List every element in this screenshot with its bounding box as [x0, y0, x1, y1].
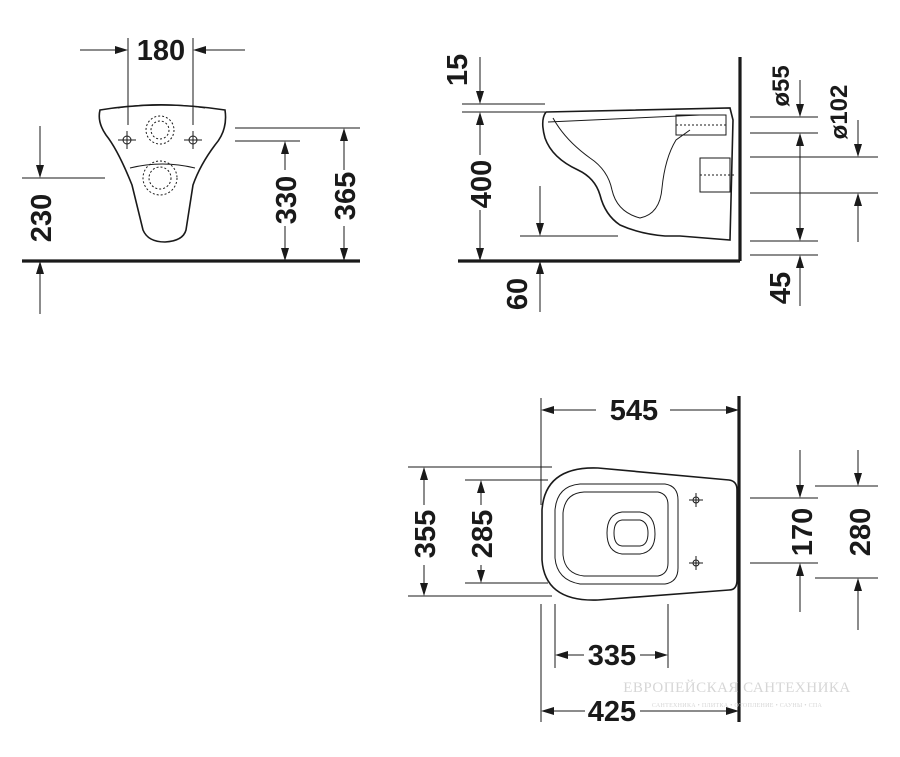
side-arrow-400-top — [476, 112, 484, 125]
side-bowl-outline — [541, 107, 734, 241]
front-outlet-inner — [148, 166, 172, 190]
watermark-title: ЕВРОПЕЙСКАЯ САНТЕХНИКА — [623, 679, 851, 696]
front-arrow-330-bottom — [281, 248, 289, 261]
dim-335: 335 — [588, 640, 636, 672]
dim-o55: ø55 — [768, 65, 795, 106]
front-bolt-right — [184, 131, 202, 149]
top-arrow-545-left — [541, 406, 554, 414]
top-bowl-rim — [554, 483, 679, 585]
front-upper-inlet-inner — [150, 120, 170, 140]
front-arrow-330-top — [281, 141, 289, 154]
front-view: 180 230 330 365 — [22, 35, 362, 314]
top-view: 545 355 285 335 425 — [408, 395, 878, 728]
front-bolt-left — [118, 131, 136, 149]
dim-o102: ø102 — [826, 85, 853, 140]
front-upper-inlet — [145, 115, 175, 145]
top-arrow-425-right — [726, 707, 739, 715]
side-arrow-55 — [796, 104, 804, 117]
top-arrow-285-bottom — [477, 570, 485, 583]
watermark: ЕВРОПЕЙСКАЯ САНТЕХНИКА САНТЕХНИКА • ПЛИТ… — [623, 679, 851, 709]
dim-170: 170 — [787, 508, 819, 556]
dim-400: 400 — [466, 160, 498, 208]
dim-45: 45 — [765, 272, 797, 304]
top-arrow-170-top — [796, 485, 804, 498]
front-arrow-180-right — [193, 46, 206, 54]
dim-15: 15 — [442, 54, 474, 86]
side-view: 15 400 60 ø55 ø102 — [442, 54, 878, 312]
watermark-subtitle: САНТЕХНИКА • ПЛИТКА • ОТОПЛЕНИЕ • САУНЫ … — [652, 703, 823, 709]
dim-230: 230 — [26, 194, 58, 242]
top-arrow-425-left — [541, 707, 554, 715]
front-arrow-365-top — [340, 128, 348, 141]
side-arrow-15 — [476, 91, 484, 104]
top-arrow-355-top — [420, 467, 428, 480]
top-outlet — [606, 511, 656, 555]
front-arrow-180-left — [115, 46, 128, 54]
front-bowl-outline — [98, 104, 227, 243]
dim-355: 355 — [410, 510, 442, 558]
dim-60: 60 — [502, 278, 534, 310]
side-seat-line — [547, 114, 701, 123]
dim-365: 365 — [330, 172, 362, 220]
side-arrow-102-bottom — [854, 193, 862, 206]
top-arrow-170-bottom — [796, 563, 804, 576]
top-bolt-lower — [689, 556, 703, 570]
top-arrow-545-right — [726, 406, 739, 414]
side-arrow-400-bottom — [476, 248, 484, 261]
top-arrow-335-left — [555, 651, 568, 659]
side-arrow-45 — [796, 255, 804, 268]
dim-280: 280 — [845, 508, 877, 556]
dim-285: 285 — [467, 510, 499, 558]
front-bowl-rim — [129, 163, 196, 169]
top-arrow-285-top — [477, 480, 485, 493]
dim-180: 180 — [137, 35, 185, 67]
side-arrow-60-bottom — [536, 261, 544, 274]
top-bowl-outline — [541, 467, 738, 601]
front-outlet — [142, 160, 178, 196]
top-arrow-355-bottom — [420, 583, 428, 596]
top-bowl-inner — [562, 491, 669, 577]
dim-330: 330 — [271, 176, 303, 224]
front-arrow-230-top — [36, 165, 44, 178]
side-bowl-inner — [552, 117, 691, 219]
front-bowl-inner — [117, 104, 206, 109]
dim-545: 545 — [610, 395, 658, 427]
top-arrow-280-bottom — [854, 578, 862, 591]
side-arrow-60-top — [536, 223, 544, 236]
top-bolt-upper — [689, 493, 703, 507]
side-arrow-102-top — [854, 144, 862, 157]
front-arrow-230-bottom — [36, 261, 44, 274]
dim-425: 425 — [588, 696, 636, 728]
front-arrow-365-bottom — [340, 248, 348, 261]
top-arrow-335-right — [655, 651, 668, 659]
top-arrow-280-top — [854, 473, 862, 486]
